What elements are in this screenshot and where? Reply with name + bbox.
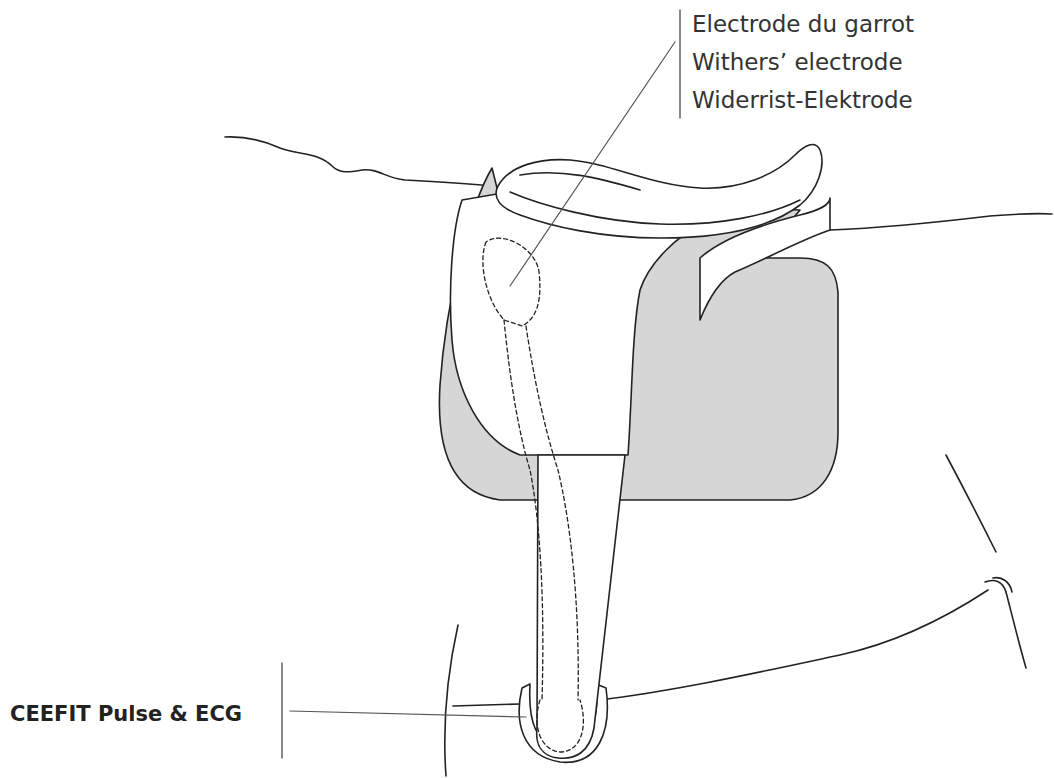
electrode-cable [504,320,543,700]
horse-belly-line [600,590,988,700]
horse-back-line [225,137,492,186]
horse-stifle-line [946,455,996,552]
horse-leg-line [985,580,1006,592]
horse-belly-line [453,704,520,706]
withers-electrode [483,238,540,326]
horse-leg-line [1006,592,1026,668]
device-label: CEEFIT Pulse & ECG [10,700,242,728]
electrode-label: Withers’ electrode [692,48,903,76]
horse-leg-line [993,578,1012,592]
label-bracket [281,663,282,758]
electrode-label: Electrode du garrot [692,10,914,38]
ecg-electrode [537,700,583,752]
horse-foreleg-line [445,625,458,776]
electrode-cable [526,326,578,700]
horse-back-line [830,214,1052,230]
saddle-seat [496,145,822,238]
girth-strap [537,455,625,758]
electrode-label: Widerrist-Elektrode [692,86,913,114]
saddle-seat-edge [520,173,640,190]
leader-line [510,42,675,286]
saddle-seat-edge [510,192,800,224]
label-bracket [679,10,680,118]
leader-line [290,711,526,717]
